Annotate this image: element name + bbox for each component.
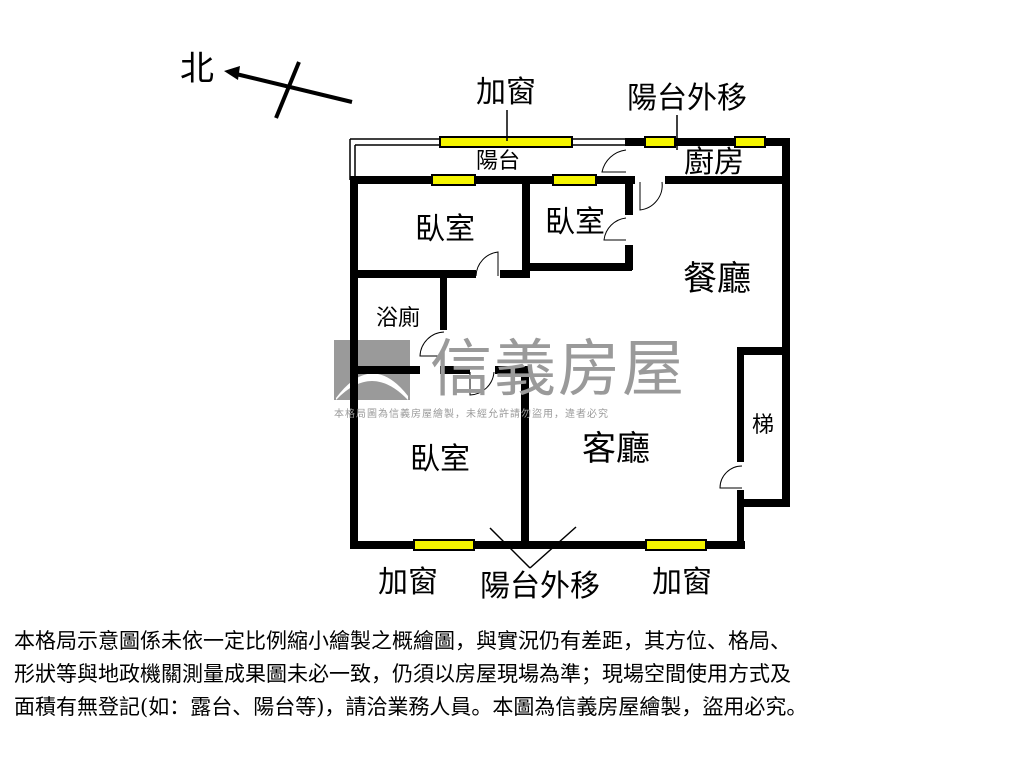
- window-living: [645, 539, 707, 551]
- room-stairs: 梯: [752, 413, 775, 438]
- bottom-balcony-moved-label: 陽台外移: [480, 569, 600, 604]
- window-bedroom2: [552, 174, 597, 186]
- window-kitchen-1: [644, 136, 676, 148]
- top-window-label: 加窗: [476, 75, 536, 110]
- room-bedroom-3: 臥室: [410, 442, 470, 477]
- watermark-brand: 信義房屋: [430, 332, 687, 405]
- top-balcony-moved-label: 陽台外移: [627, 81, 747, 116]
- door-swings: [419, 149, 743, 489]
- room-kitchen: 廚房: [684, 145, 744, 180]
- room-balcony: 陽台: [476, 149, 521, 174]
- room-bedroom-1: 臥室: [415, 212, 475, 247]
- disclaimer-line: 面積有無登記(如：露台、陽台等)，請洽業務人員。本圖為信義房屋繪製，盜用必究。: [14, 695, 808, 719]
- window-bedroom1: [431, 174, 476, 186]
- window-bedroom3: [413, 539, 475, 551]
- balcony-move-lines: [489, 110, 678, 569]
- disclaimer-line: 本格局示意圖係未依一定比例縮小繪製之概繪圖，與實況仍有差距，其方位、格局、: [14, 629, 791, 653]
- room-living: 客廳: [582, 429, 650, 469]
- window-kitchen-2: [734, 136, 766, 148]
- bottom-window-right-label: 加窗: [652, 565, 712, 600]
- walls: [350, 138, 790, 549]
- room-bathroom: 浴廁: [376, 306, 421, 331]
- disclaimer: 本格局示意圖係未依一定比例縮小繪製之概繪圖，與實況仍有差距，其方位、格局、 形狀…: [14, 625, 1014, 724]
- windows: [413, 136, 766, 551]
- watermark-notice: 本格局圖為信義房屋繪製，未經允許請勿盜用，違者必究: [334, 409, 609, 420]
- north-arrow-icon: [224, 61, 353, 119]
- room-bedroom-2: 臥室: [545, 205, 605, 240]
- disclaimer-line: 形狀等與地政機關測量成果圖未必一致，仍須以房屋現場為準；現場空間使用方式及: [14, 662, 791, 686]
- window-balcony-top: [439, 136, 573, 148]
- room-dining: 餐廳: [683, 259, 751, 299]
- compass-label: 北: [180, 49, 214, 89]
- bottom-window-left-label: 加窗: [378, 565, 438, 600]
